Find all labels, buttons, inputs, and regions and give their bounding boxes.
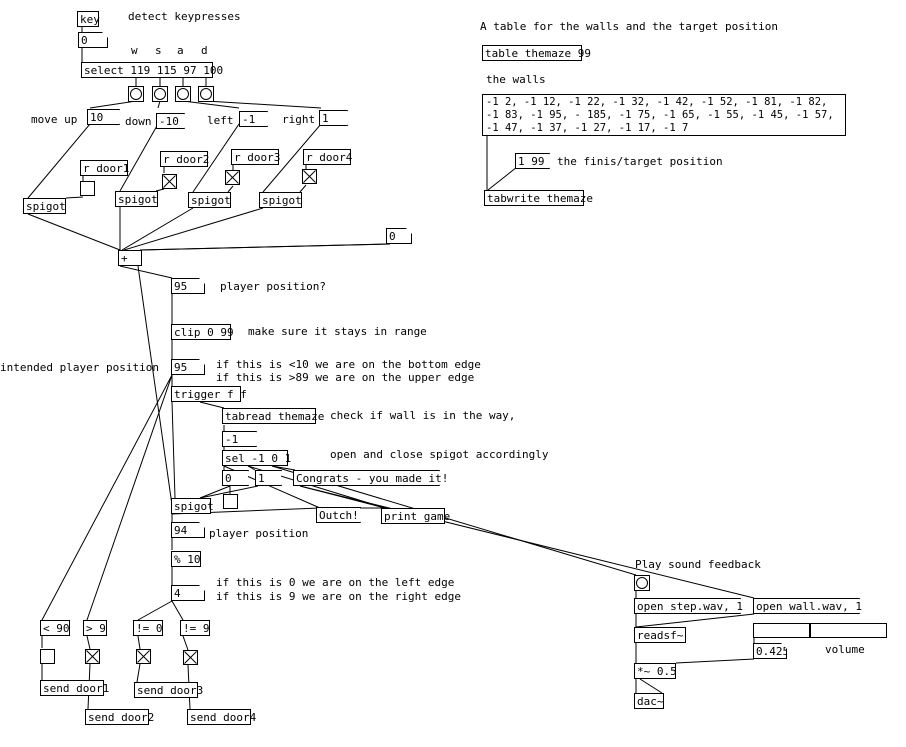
send-door1-object[interactable]: send door1 [40,680,109,696]
intended-position-comment: intended player position [0,361,159,374]
clip-object[interactable]: clip 0 99 [171,324,234,340]
position-number-2[interactable]: 95 [171,359,205,375]
play-sound-comment: Play sound feedback [635,558,761,571]
player-position-question: player position? [220,280,326,293]
outch-message[interactable]: Outch! [316,507,360,523]
door3-toggle[interactable] [225,170,240,185]
trigger-object[interactable]: trigger f f [171,386,247,402]
spigot-up[interactable]: spigot [23,198,66,214]
minus1-message[interactable]: -1 [222,431,256,447]
move-up-comment: move up [31,113,78,126]
r-door2-object[interactable]: r door2 [160,151,209,167]
volume-comment: volume [825,643,865,656]
send-door4-object[interactable]: send door4 [187,709,256,725]
the-walls-comment: the walls [486,73,546,86]
finish-comment: the finis/target position [557,155,723,168]
dac-object[interactable]: dac~ [634,693,664,709]
position-number-1[interactable]: 95 [171,278,205,294]
open-wall-message[interactable]: open wall.wav, 1 [753,598,862,614]
volume-slider-knob[interactable] [809,624,811,637]
player-position-number[interactable]: 94 [171,522,205,538]
a-label: a [177,44,184,57]
door1-toggle[interactable] [80,181,95,196]
right-message[interactable]: 1 [319,110,347,126]
send-door2-object[interactable]: send door2 [85,709,154,725]
down-comment: down [125,115,152,128]
bang-d[interactable] [198,86,214,102]
s-label: s [155,44,162,57]
check-wall-comment: check if wall is in the way, [330,409,516,422]
print-object[interactable]: print game [381,508,450,524]
zero-message[interactable]: 0 [222,470,248,486]
gt9-object[interactable]: > 9 [83,620,107,636]
open-close-comment: open and close spigot accordingly [330,448,549,461]
congrats-message[interactable]: Congrats - you made it! [293,470,448,486]
ne9-toggle[interactable] [183,650,198,665]
r-door4-object[interactable]: r door4 [303,149,352,165]
player-position-comment: player position [209,527,309,540]
r-door1-object[interactable]: r door1 [80,160,129,176]
plus-object[interactable]: + [118,250,142,266]
key-object[interactable]: key [77,11,100,27]
ne9-object[interactable]: != 9 [180,620,210,636]
gt9-toggle[interactable] [85,649,100,664]
sum-right-number[interactable]: 0 [386,228,412,244]
spigot-main[interactable]: spigot [171,498,214,514]
door4-toggle[interactable] [302,169,317,184]
ne0-toggle[interactable] [136,649,151,664]
multiply-object[interactable]: *~ 0.5 [634,663,677,679]
tabread-object[interactable]: tabread themaze [222,408,324,424]
readsf-object[interactable]: readsf~ [634,627,686,643]
ne0-object[interactable]: != 0 [133,620,163,636]
spigot-down[interactable]: spigot [115,191,158,207]
open-step-message[interactable]: open step.wav, 1 [634,598,743,614]
bang-s[interactable] [152,86,168,102]
move-up-message[interactable]: 10 [87,109,119,125]
mod-object[interactable]: % 10 [171,551,201,567]
left-comment: left [207,114,234,127]
door2-toggle[interactable] [162,174,177,189]
bottom-edge-comment: if this is <10 we are on the bottom edge [216,358,481,371]
lt90-object[interactable]: < 90 [40,620,70,636]
send-door3-object[interactable]: send door3 [134,682,203,698]
bang-a[interactable] [175,86,191,102]
table-object[interactable]: table themaze 99 [482,45,591,61]
right-edge-comment: if this is 9 we are on the right edge [216,590,462,603]
tabwrite-object[interactable]: tabwrite themaze [484,190,593,206]
mod-number[interactable]: 4 [171,585,205,601]
down-message[interactable]: -10 [156,113,184,129]
lt90-toggle[interactable] [40,649,55,664]
w-label: w [131,44,138,57]
range-comment: make sure it stays in range [248,325,427,338]
spigot-left[interactable]: spigot [188,192,231,208]
table-title-comment: A table for the walls and the target pos… [480,20,779,33]
d-label: d [201,44,208,57]
r-door3-object[interactable]: r door3 [231,149,280,165]
left-message[interactable]: -1 [239,111,267,127]
bang-w[interactable] [128,86,144,102]
detect-comment: detect keypresses [128,10,241,23]
spigot-right[interactable]: spigot [259,192,302,208]
volume-slider[interactable] [753,623,887,638]
volume-number[interactable]: 0.425 [753,643,787,659]
target-message[interactable]: 1 99 [515,153,549,169]
spigot-control-toggle[interactable] [223,494,238,509]
key-number[interactable]: 0 [78,32,108,48]
sound-bang[interactable] [634,575,650,591]
right-comment: right [282,113,316,126]
sel-object[interactable]: sel -1 0 1 [222,450,291,466]
walls-message[interactable]: -1 2, -1 12, -1 22, -1 32, -1 42, -1 52,… [482,94,846,136]
left-edge-comment: if this is 0 we are on the left edge [216,576,455,589]
one-message[interactable]: 1 [255,470,281,486]
select-object[interactable]: select 119 115 97 100 [81,62,223,78]
upper-edge-comment: if this is >89 we are on the upper edge [216,371,475,384]
